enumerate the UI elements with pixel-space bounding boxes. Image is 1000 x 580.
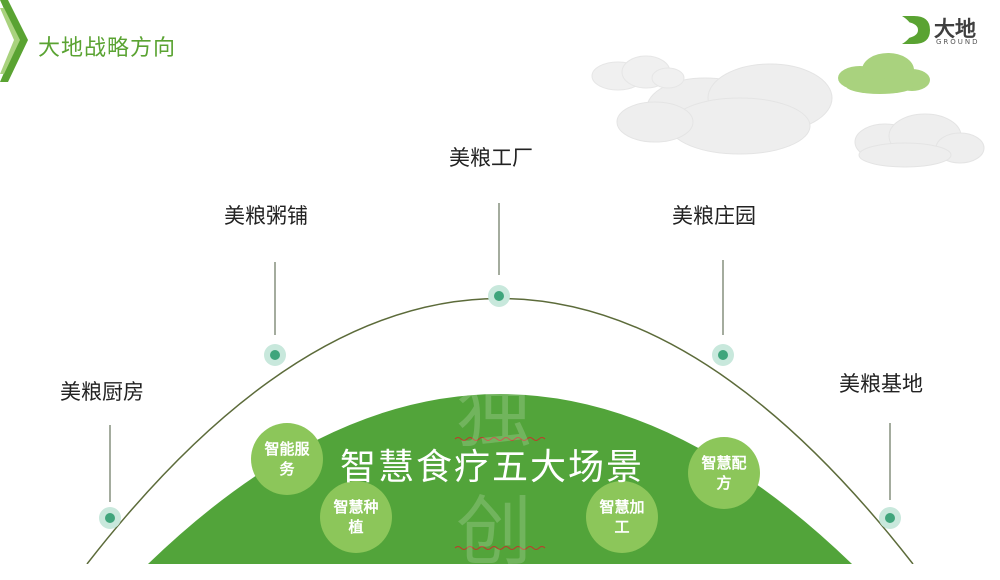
circle-smart-planting <box>320 481 392 553</box>
circle-label-line1: 智慧加 <box>599 498 645 516</box>
node-dot-factory <box>488 285 510 307</box>
circle-label-line2: 方 <box>716 474 732 492</box>
background-graphics <box>86 53 985 564</box>
circle-smart-formula <box>688 437 760 509</box>
circle-label-line1: 智能服 <box>264 440 310 458</box>
logo-text: 大地 <box>934 17 976 41</box>
circle-label-line1: 智慧种 <box>333 498 379 516</box>
circle-label-smart-service: 智能服 务 <box>252 439 322 479</box>
watermark-bottom: 创 <box>456 487 532 576</box>
chevron-icon <box>0 0 28 82</box>
squiggle-bottom <box>454 546 546 550</box>
circle-smart-processing <box>586 481 658 553</box>
node-label-kitchen: 美粮厨房 <box>60 380 144 404</box>
cloud-large <box>616 63 833 155</box>
circle-label-smart-formula: 智慧配 方 <box>689 453 759 493</box>
cloud-right <box>854 113 985 168</box>
connector-lines <box>109 203 891 502</box>
main-title: 智慧食疗五大场景 <box>340 447 645 488</box>
cloud-green <box>838 53 930 94</box>
node-label-factory: 美粮工厂 <box>449 146 533 170</box>
circle-label-smart-processing: 智慧加 工 <box>587 497 657 537</box>
node-dot-porridge <box>264 344 286 366</box>
circle-label-line2: 植 <box>348 518 364 536</box>
circle-label-line2: 工 <box>614 518 630 536</box>
node-dot-manor <box>712 344 734 366</box>
logo-subtext: GROUND <box>936 38 980 46</box>
squiggle-top <box>454 437 546 441</box>
watermark-top: 独 <box>456 369 532 458</box>
node-label-base: 美粮基地 <box>839 372 923 396</box>
cloud-small-left <box>591 55 685 91</box>
circle-label-smart-planting: 智慧种 植 <box>321 497 391 537</box>
node-dot-kitchen <box>99 507 121 529</box>
logo-icon <box>902 16 930 44</box>
node-label-porridge: 美粮粥铺 <box>224 204 308 228</box>
circle-label-line2: 务 <box>279 460 295 478</box>
node-dot-base <box>879 507 901 529</box>
circle-smart-service <box>251 423 323 495</box>
node-label-manor: 美粮庄园 <box>672 204 756 228</box>
page-title: 大地战略方向 <box>38 36 177 61</box>
circle-label-line1: 智慧配 <box>701 454 747 472</box>
